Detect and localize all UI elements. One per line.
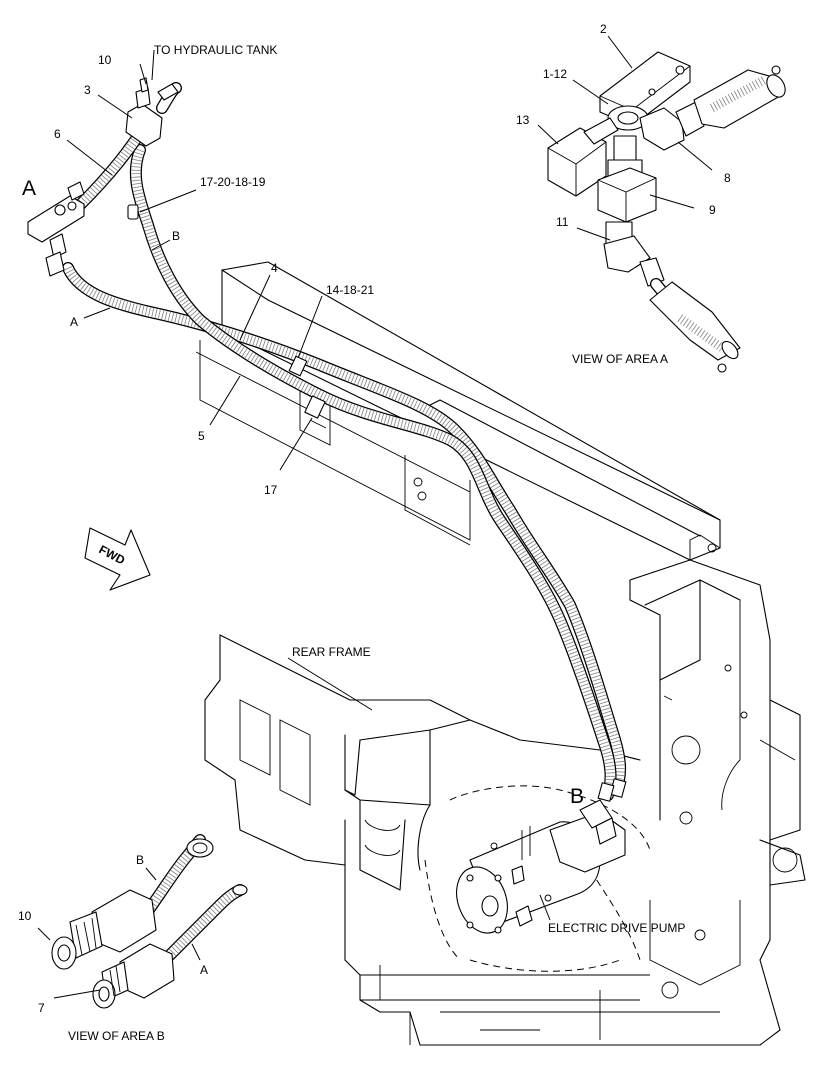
top-fittings: [125, 77, 179, 147]
rear-frame-structure: [195, 261, 806, 1046]
callout-17: 17: [264, 483, 278, 497]
hose-clamps: [127, 204, 627, 802]
hose-b: [129, 144, 617, 801]
callout-10-top: 10: [98, 53, 112, 67]
callout-4: 4: [271, 261, 278, 275]
view-area-b-label: VIEW OF AREA B: [68, 1029, 165, 1043]
callout-8: 8: [724, 171, 731, 185]
callout-7: 7: [38, 1001, 45, 1015]
callout-6: 6: [54, 127, 61, 141]
leader-lines: [37, 35, 713, 999]
area-b-marker: B: [570, 785, 584, 808]
electric-drive-pump: [456, 799, 626, 934]
callout-hose-a-left: A: [70, 315, 78, 329]
callout-10-view-b: 10: [18, 909, 32, 923]
callout-2: 2: [600, 22, 607, 36]
callout-13: 13: [516, 113, 530, 127]
fwd-label: FWD: [97, 542, 128, 567]
view-area-a-drawing: [547, 51, 786, 373]
to-hydraulic-tank-label: TO HYDRAULIC TANK: [154, 43, 277, 57]
callout-hose-b-view: B: [136, 853, 144, 867]
area-a-marker: A: [22, 177, 36, 200]
text-labels: TO HYDRAULIC TANK REAR FRAME ELECTRIC DR…: [18, 22, 731, 1043]
rear-frame-label: REAR FRAME: [292, 645, 371, 659]
view-area-b-drawing: [51, 834, 248, 1009]
area-a-manifold: [27, 181, 85, 277]
electric-drive-pump-label: ELECTRIC DRIVE PUMP: [548, 921, 685, 935]
callout-1-12: 1-12: [543, 67, 567, 81]
fwd-arrow: FWD: [84, 527, 151, 591]
callout-17-20-18-19: 17-20-18-19: [200, 175, 266, 189]
view-area-a-label: VIEW OF AREA A: [572, 352, 668, 366]
callout-9: 9: [709, 203, 716, 217]
callout-3: 3: [84, 83, 91, 97]
hose-a: [62, 262, 627, 796]
callout-hose-b-top: B: [172, 229, 180, 243]
callout-5: 5: [198, 429, 205, 443]
callout-11: 11: [556, 215, 569, 229]
callout-14-18-21: 14-18-21: [326, 283, 374, 297]
callout-hose-a-view: A: [200, 963, 208, 977]
